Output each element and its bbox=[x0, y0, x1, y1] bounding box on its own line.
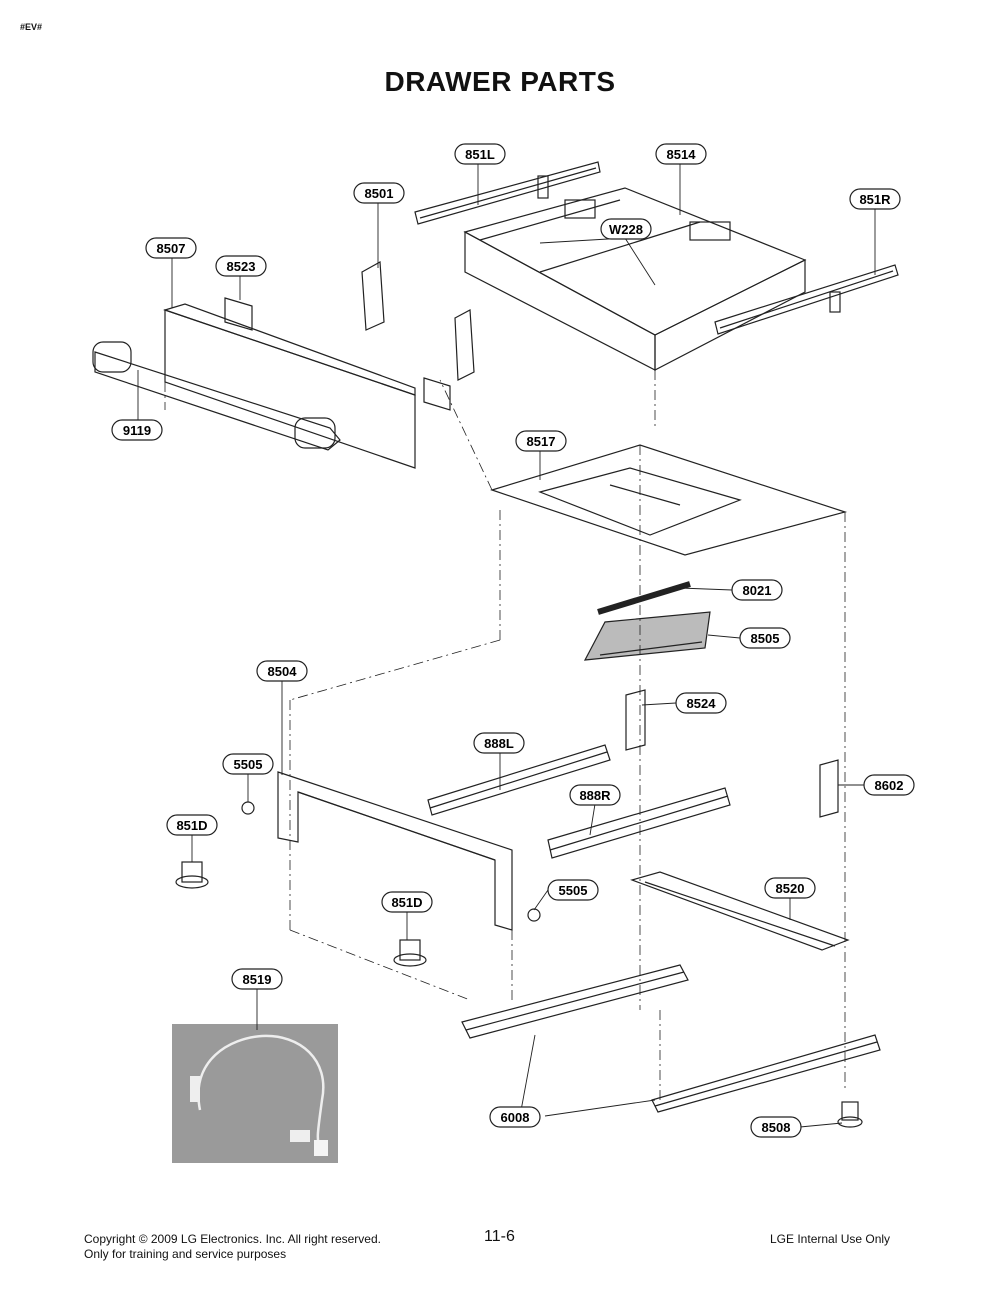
svg-text:8505: 8505 bbox=[751, 631, 780, 646]
callout-bubbles: 851L 8514 8501 851R W228 8507 8523 9119 bbox=[111, 143, 915, 1138]
svg-text:5505: 5505 bbox=[559, 883, 588, 898]
assembly-guides bbox=[164, 370, 846, 1100]
svg-text:5505: 5505 bbox=[234, 757, 263, 772]
purpose-text: Only for training and service purposes bbox=[84, 1247, 287, 1261]
callout-8507: 8507 bbox=[145, 237, 197, 259]
svg-text:8504: 8504 bbox=[268, 664, 298, 679]
callout-8523: 8523 bbox=[215, 255, 267, 277]
callout-9119: 9119 bbox=[111, 419, 163, 441]
svg-text:888L: 888L bbox=[484, 736, 514, 751]
callout-851l: 851L bbox=[454, 143, 506, 165]
cover-plate-8517 bbox=[490, 444, 848, 556]
svg-text:6008: 6008 bbox=[501, 1110, 530, 1125]
callout-8520: 8520 bbox=[764, 877, 816, 899]
rail-888r bbox=[547, 787, 731, 859]
callout-8517: 8517 bbox=[515, 430, 567, 452]
bottom-rail-6008 bbox=[461, 964, 881, 1113]
callout-w228: W228 bbox=[600, 218, 652, 240]
svg-text:8514: 8514 bbox=[667, 147, 697, 162]
rod-8021 bbox=[597, 581, 691, 615]
svg-text:8524: 8524 bbox=[687, 696, 717, 711]
callout-8524: 8524 bbox=[675, 692, 727, 714]
harness-photo-8519 bbox=[172, 1024, 338, 1163]
svg-text:8520: 8520 bbox=[776, 881, 805, 896]
svg-text:8519: 8519 bbox=[243, 972, 272, 987]
svg-text:8523: 8523 bbox=[227, 259, 256, 274]
callout-851r: 851R bbox=[849, 188, 901, 210]
svg-text:8508: 8508 bbox=[762, 1120, 791, 1135]
svg-text:W228: W228 bbox=[609, 222, 643, 237]
callout-888l: 888L bbox=[473, 732, 525, 754]
svg-text:888R: 888R bbox=[579, 788, 611, 803]
tray-8520 bbox=[630, 871, 850, 951]
callout-8602: 8602 bbox=[863, 774, 915, 796]
bracket-8602 bbox=[819, 759, 839, 818]
svg-text:851R: 851R bbox=[859, 192, 891, 207]
page-tag: #EV# bbox=[20, 22, 43, 32]
drawer-front-8507 bbox=[163, 303, 416, 469]
rail-888l bbox=[427, 744, 611, 816]
page-title: DRAWER PARTS bbox=[384, 66, 616, 97]
footer-copyright: Copyright © 2009 LG Electronics. Inc. Al… bbox=[84, 1232, 381, 1262]
bracket-8524 bbox=[625, 689, 646, 751]
copyright-text: Copyright © 2009 LG Electronics. Inc. Al… bbox=[84, 1232, 381, 1246]
svg-text:8021: 8021 bbox=[743, 583, 772, 598]
internal-use-note: LGE Internal Use Only bbox=[770, 1232, 891, 1246]
handle-9119 bbox=[92, 341, 341, 451]
callout-8504: 8504 bbox=[256, 660, 308, 682]
callout-5505-top: 5505 bbox=[222, 753, 274, 775]
callout-8519: 8519 bbox=[231, 968, 283, 990]
callout-8021: 8021 bbox=[731, 579, 783, 601]
svg-text:8602: 8602 bbox=[875, 778, 904, 793]
leader-lines bbox=[137, 163, 876, 1128]
leveler-foot-851d bbox=[175, 861, 427, 967]
callout-8514: 8514 bbox=[655, 143, 707, 165]
slide-rail-851l bbox=[414, 161, 601, 225]
callout-6008: 6008 bbox=[489, 1106, 541, 1128]
callout-8501: 8501 bbox=[353, 182, 405, 204]
callout-8505: 8505 bbox=[739, 627, 791, 649]
callout-851d-center: 851D bbox=[381, 891, 433, 913]
bracket-8501 bbox=[361, 261, 475, 381]
mount-plate-8523 bbox=[224, 297, 451, 411]
page-number: 11-6 bbox=[484, 1228, 515, 1245]
svg-text:8501: 8501 bbox=[365, 186, 394, 201]
svg-text:9119: 9119 bbox=[123, 423, 151, 438]
frame-8504 bbox=[277, 771, 513, 931]
callout-5505-bottom: 5505 bbox=[547, 879, 599, 901]
svg-text:851L: 851L bbox=[465, 147, 495, 162]
svg-text:851D: 851D bbox=[176, 818, 207, 833]
foot-8508 bbox=[837, 1101, 863, 1128]
callout-8508: 8508 bbox=[750, 1116, 802, 1138]
svg-text:851D: 851D bbox=[391, 895, 422, 910]
grille-8505 bbox=[583, 611, 711, 661]
callout-888r: 888R bbox=[569, 784, 621, 806]
slide-rail-851r bbox=[714, 264, 899, 335]
svg-text:8507: 8507 bbox=[157, 241, 186, 256]
callout-851d-left: 851D bbox=[166, 814, 218, 836]
drawer-box-8514 bbox=[463, 187, 807, 371]
svg-text:8517: 8517 bbox=[527, 434, 556, 449]
